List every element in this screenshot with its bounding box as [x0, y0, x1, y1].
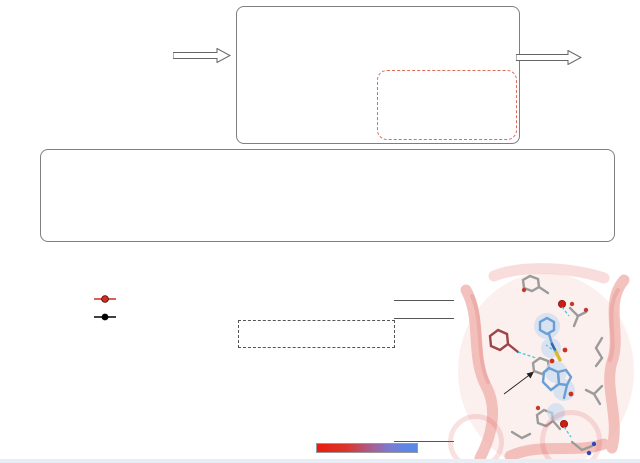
gpr132-row-highlight-box	[238, 320, 395, 348]
molecule-structure-nox-6-14	[42, 40, 178, 86]
analog-box-linker	[40, 149, 615, 242]
molecule-structure-nox-6-29	[60, 158, 228, 212]
molecule-structure-nox-6-18	[384, 74, 510, 114]
right-block-arrow-icon	[172, 47, 232, 64]
molecule-structure-nox-6-15	[245, 12, 371, 52]
linker-phenyl-replacement-arrow	[515, 49, 616, 68]
molecule-structure-nox-6-17	[245, 76, 371, 116]
compound-nox-6-17	[242, 76, 374, 116]
agonist-table-top-rule	[394, 300, 454, 301]
legend-item-nox-6-18	[94, 294, 121, 304]
highlight-box-nox-6-18	[377, 70, 517, 140]
compound-nox-6-15	[242, 12, 374, 52]
molecule-structure-nox-6-25	[248, 158, 416, 212]
legend-item-control	[94, 312, 121, 322]
compound-nox-6-16	[382, 12, 514, 52]
selectivity-heatmap-panel	[238, 248, 455, 463]
sulfonamide-replacement-arrow	[172, 47, 237, 67]
dose-response-plot	[48, 296, 238, 458]
molecule-structure-nox-6-34	[431, 158, 599, 212]
agonist-table-header-rule	[394, 318, 454, 319]
compound-nox-6-29	[54, 158, 234, 212]
compound-nox-6-14	[42, 40, 178, 86]
agonist-table-bottom-rule	[394, 441, 454, 442]
compound-nox-6-18	[381, 74, 513, 114]
emax-colorbar	[316, 443, 418, 453]
watermark-ring-icon	[448, 414, 504, 463]
compound-nox-6-25	[242, 158, 422, 212]
bottom-edge-strip	[0, 459, 640, 463]
right-block-arrow-icon	[515, 49, 583, 66]
watermark-ring-icon	[540, 410, 602, 463]
molecule-structure-nox-6-16	[385, 12, 511, 52]
legend-marker-black-icon	[94, 313, 116, 321]
legend-marker-red-icon	[94, 295, 116, 303]
compound-nox-6-34	[425, 158, 605, 212]
